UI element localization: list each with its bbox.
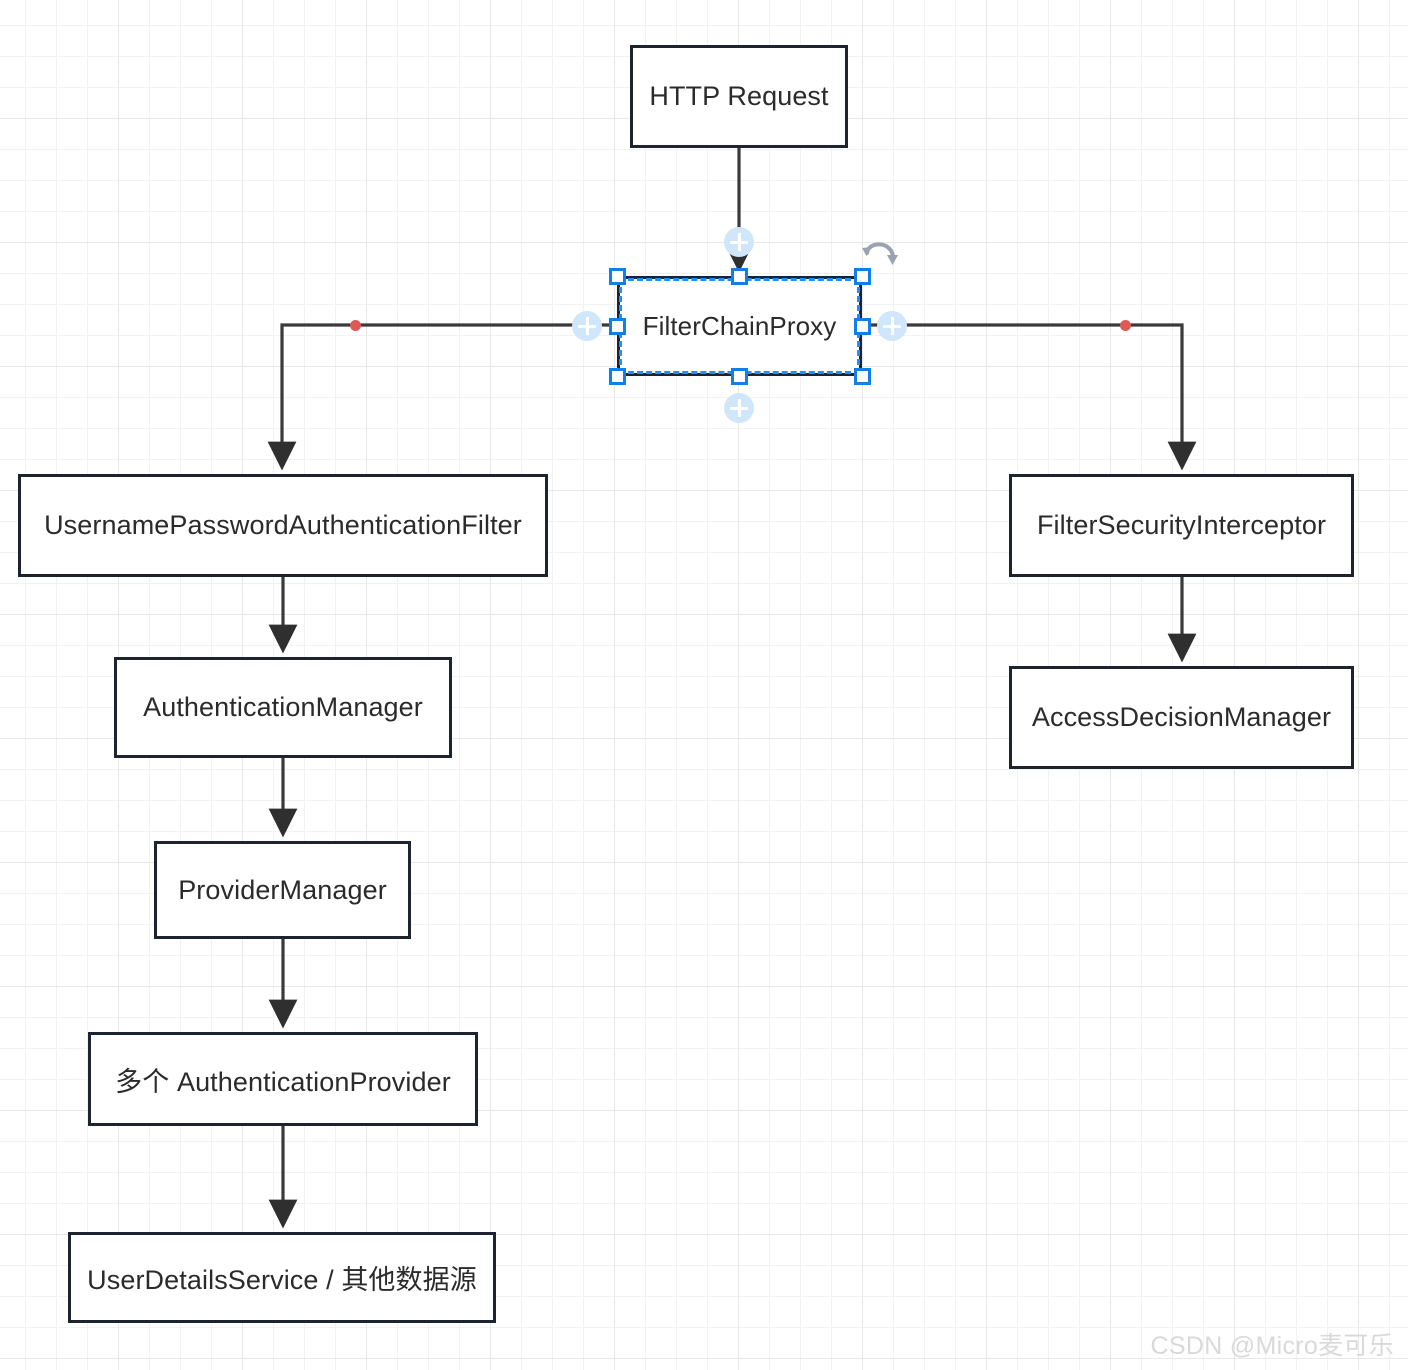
node-provider-manager[interactable]: ProviderManager — [154, 841, 411, 939]
rotate-handle-icon[interactable] — [860, 236, 902, 274]
node-filter-security-interceptor[interactable]: FilterSecurityInterceptor — [1009, 474, 1354, 577]
node-label: HTTP Request — [649, 81, 829, 111]
connect-plus-left-icon[interactable] — [572, 311, 602, 341]
node-access-decision-manager[interactable]: AccessDecisionManager — [1009, 666, 1354, 769]
node-label: UsernamePasswordAuthenticationFilter — [44, 510, 522, 540]
node-user-details-service[interactable]: UserDetailsService / 其他数据源 — [68, 1232, 496, 1323]
node-label: UserDetailsService / 其他数据源 — [87, 1265, 477, 1295]
node-label: FilterSecurityInterceptor — [1036, 510, 1327, 540]
handle-bottom-right[interactable] — [853, 367, 871, 385]
watermark-text: CSDN @Micro麦可乐 — [1150, 1332, 1394, 1360]
connect-plus-bottom-icon[interactable] — [724, 393, 754, 423]
handle-middle-left[interactable] — [608, 317, 626, 335]
node-authentication-manager[interactable]: AuthenticationManager — [114, 657, 452, 758]
handle-bottom-left[interactable] — [608, 367, 626, 385]
node-username-password-authentication-filter[interactable]: UsernamePasswordAuthenticationFilter — [18, 474, 548, 577]
node-http-request[interactable]: HTTP Request — [630, 45, 848, 148]
connector-filter-chain-proxy-to-username-password-filter[interactable] — [267, 323, 617, 471]
connector-filter-chain-proxy-to-filter-security-interceptor[interactable] — [862, 323, 1197, 471]
node-label: AuthenticationManager — [143, 692, 423, 722]
node-label: FilterChainProxy — [642, 310, 837, 341]
handle-top-center[interactable] — [730, 267, 748, 285]
connector-waypoint-dot[interactable] — [1119, 319, 1131, 331]
handle-bottom-center[interactable] — [730, 367, 748, 385]
node-multiple-authentication-provider[interactable]: 多个 AuthenticationProvider — [88, 1032, 478, 1126]
connector-waypoint-dot[interactable] — [349, 319, 361, 331]
node-label: ProviderManager — [178, 874, 387, 905]
handle-middle-right[interactable] — [853, 317, 871, 335]
connect-plus-right-icon[interactable] — [877, 311, 907, 341]
node-label: 多个 AuthenticationProvider — [115, 1066, 451, 1097]
connect-plus-top-icon[interactable] — [724, 227, 754, 257]
node-label: AccessDecisionManager — [1031, 702, 1332, 732]
node-filter-chain-proxy[interactable]: FilterChainProxy — [617, 276, 862, 376]
handle-top-left[interactable] — [608, 267, 626, 285]
